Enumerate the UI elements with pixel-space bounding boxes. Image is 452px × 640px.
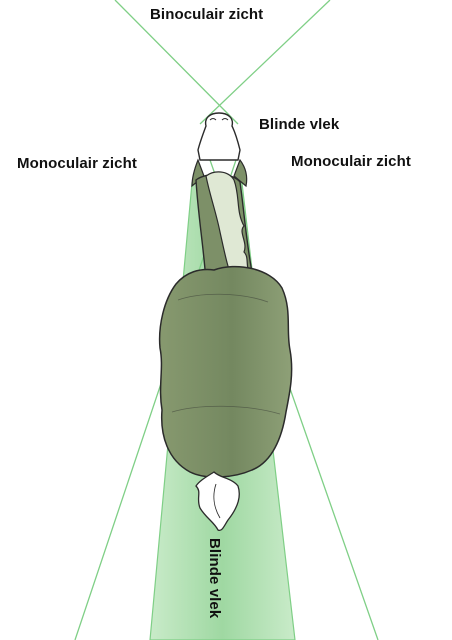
horse-tail xyxy=(195,471,240,532)
horse-mane xyxy=(205,171,254,285)
binocular-line-left xyxy=(114,0,239,125)
monocular-right-label: Monoculair zicht xyxy=(291,153,411,170)
monocular-left-label: Monoculair zicht xyxy=(17,155,137,172)
horse-ear-left xyxy=(191,158,205,188)
binocular-line-right xyxy=(199,0,331,125)
horse-nostril-left xyxy=(209,118,217,121)
horse-body xyxy=(158,265,293,478)
horse-shoulder-line xyxy=(177,293,269,303)
front-blind-spot-label: Blinde vlek xyxy=(259,116,340,133)
horse-hip-line xyxy=(171,405,281,415)
horse-icon xyxy=(158,112,293,532)
horse-head xyxy=(197,112,241,161)
horse-ear-right xyxy=(233,158,248,188)
horse-tail-strand xyxy=(213,483,221,519)
rear-blind-spot-label: Blinde vlek xyxy=(206,538,223,619)
horse-nostril-right xyxy=(221,118,229,121)
binocular-label: Binoculair zicht xyxy=(150,6,264,23)
